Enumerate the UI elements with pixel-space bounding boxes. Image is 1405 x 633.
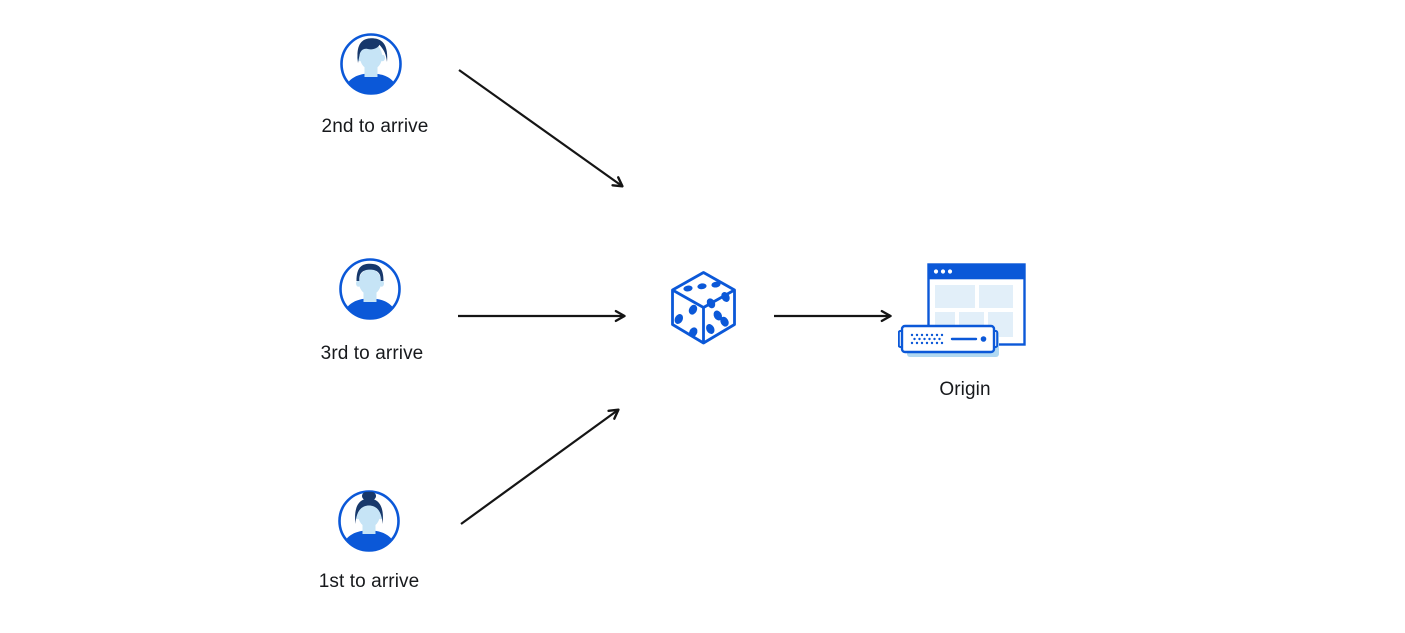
node-dice	[667, 269, 740, 352]
origin-server-icon	[897, 263, 1026, 357]
arrow-user_second-to-dice	[458, 69, 624, 188]
label-user-first: 1st to arrive	[318, 571, 420, 592]
label-origin: Origin	[939, 379, 991, 400]
node-user-first	[336, 488, 402, 559]
node-user-third	[337, 256, 403, 327]
female-avatar-icon	[338, 490, 400, 552]
server-vent-dots	[910, 333, 944, 345]
node-origin	[897, 262, 1030, 367]
male-flattop-avatar-icon	[339, 258, 401, 320]
label-user-second: 2nd to arrive	[321, 116, 429, 137]
dice-icon	[671, 271, 736, 345]
label-user-third: 3rd to arrive	[320, 343, 424, 364]
arrow-user_first-to-dice	[460, 408, 620, 525]
male-avatar-icon	[340, 33, 402, 95]
node-user-second	[338, 31, 404, 102]
server-icon	[897, 324, 999, 357]
